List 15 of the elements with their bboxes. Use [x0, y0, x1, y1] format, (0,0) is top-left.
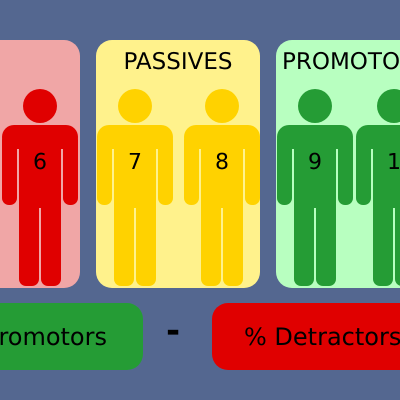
detractors-pill [212, 303, 400, 370]
score-number: 6 [32, 150, 48, 176]
score-number: 1 [386, 150, 400, 176]
promotors-panel [276, 40, 400, 288]
score-number: 9 [307, 150, 323, 176]
passives-panel [96, 40, 260, 288]
detractors-panel [0, 40, 80, 288]
formula-term: % Detractors [244, 322, 400, 352]
minus-sign: - [166, 314, 180, 348]
group-heading: PASSIVES [122, 48, 234, 76]
score-number: 7 [127, 150, 143, 176]
score-number: 8 [214, 150, 230, 176]
promotors-pill [0, 303, 143, 370]
formula-term: romotors [0, 322, 107, 352]
group-heading: PROMOTO [282, 48, 400, 76]
